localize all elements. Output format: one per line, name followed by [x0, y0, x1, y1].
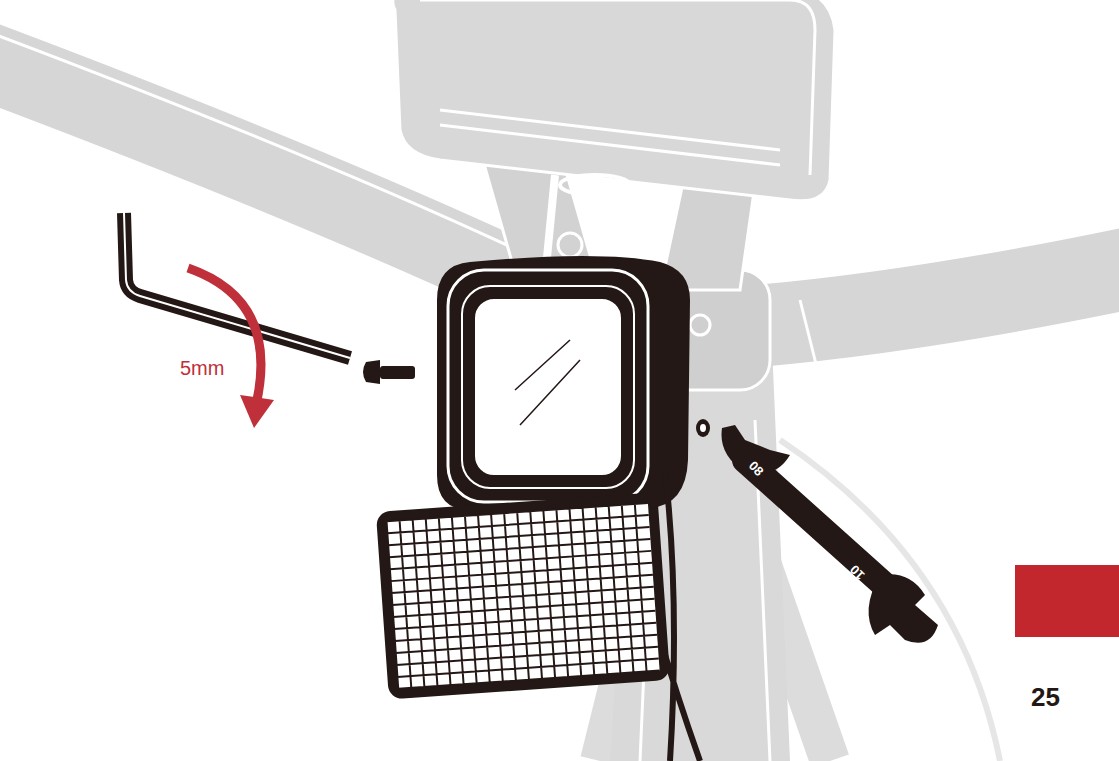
nut	[696, 419, 710, 437]
dimension-label: 5mm	[180, 358, 224, 378]
reflector	[376, 492, 670, 699]
page-number: 25	[1031, 684, 1060, 710]
arrow-head	[240, 395, 274, 428]
rotation-arrow	[188, 268, 261, 405]
reflector-face	[387, 503, 660, 689]
headlight-body	[437, 256, 690, 510]
page-tab	[1015, 565, 1119, 637]
nut-hole	[700, 424, 706, 432]
bolt-head	[363, 360, 380, 384]
brake-cable	[780, 440, 1000, 761]
display-connector	[560, 175, 630, 195]
allen-key	[124, 213, 350, 358]
allen-key-highlight	[124, 213, 350, 358]
display-edge	[440, 110, 780, 165]
wrench-jaw	[869, 574, 938, 643]
headlight-bezel	[448, 270, 648, 502]
bolt-thread	[380, 366, 415, 379]
headlight-lens	[474, 298, 622, 476]
display-unit	[393, 0, 835, 201]
mount-pivot	[558, 233, 582, 257]
reflector-grid	[387, 503, 660, 689]
clamp-bolt	[690, 315, 710, 335]
lens-glare	[515, 340, 580, 425]
reflector-body	[376, 492, 670, 699]
display-outline	[420, 0, 815, 175]
wrench-handle	[745, 460, 890, 590]
handlebar-clamp-line	[800, 300, 820, 380]
headlight-bezel	[462, 286, 634, 488]
